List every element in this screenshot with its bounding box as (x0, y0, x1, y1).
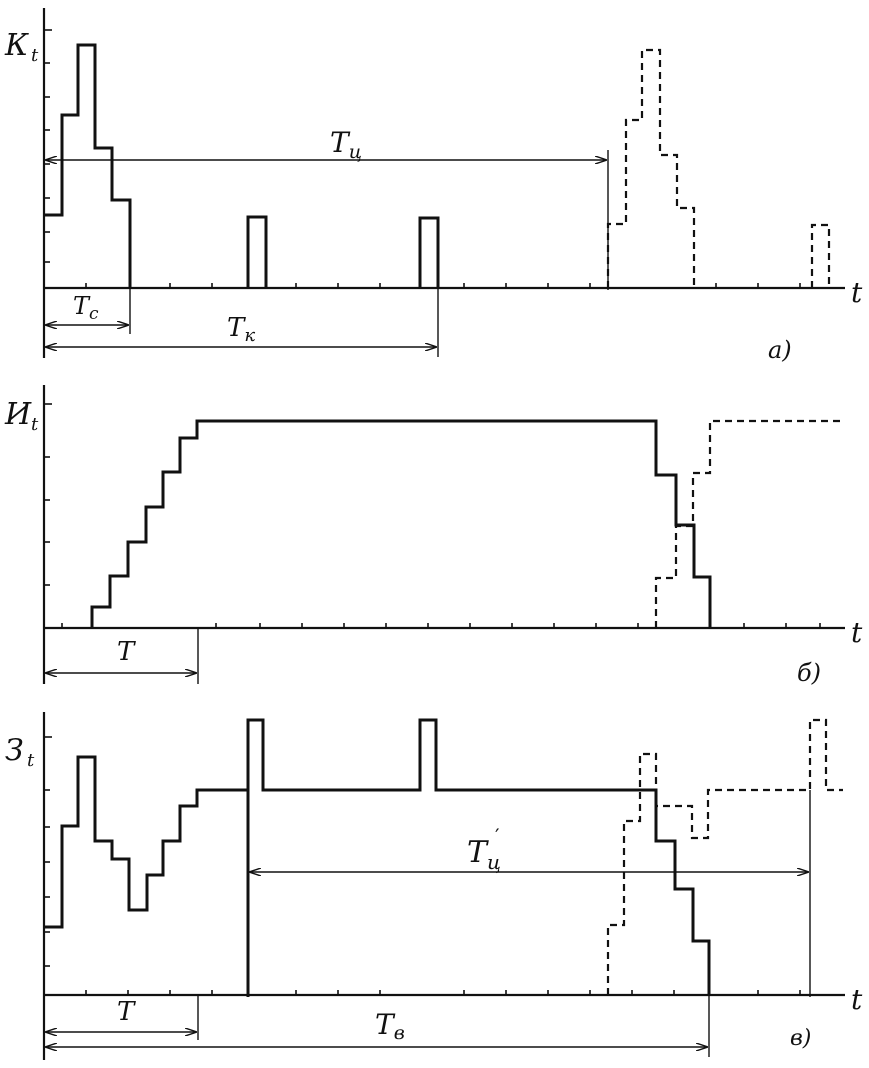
panel-a-y-ticks (44, 29, 52, 263)
panel-a-tc-label: Тц (330, 126, 362, 163)
panel-b-t-label: Т (117, 637, 136, 667)
panel-b-dashed-curve (654, 419, 843, 628)
panel-b-solid-curve (90, 419, 712, 628)
panel-c-tv-label: Тв (375, 1008, 405, 1044)
panel-c-x-ticks (85, 990, 801, 995)
panel-a-tk-label: Тк (227, 313, 255, 346)
panel-b-letter: б) (797, 659, 821, 687)
panel-c-t-label: Т (117, 997, 136, 1027)
panel-b-x-label: t (851, 616, 863, 649)
panel-b: И t t б) Т (4, 385, 863, 687)
panel-a-letter: а) (768, 336, 792, 364)
panel-a-y-sub: t (31, 45, 39, 66)
panel-a-solid-curve (44, 43, 440, 288)
panel-a-y-label: К (4, 28, 29, 63)
panel-c-solid-curve (44, 718, 711, 995)
panel-c-letter: в) (790, 1026, 811, 1051)
panel-a: К t t а) Тц Тс Тк (4, 8, 863, 364)
panel-c-y-ticks (44, 736, 52, 967)
panel-c-y-label: З (5, 733, 24, 768)
panel-c-dashed-curve (606, 718, 843, 995)
panel-c: З t t в) Тц′ Т Тв (5, 712, 863, 1060)
panel-b-y-label: И (4, 397, 32, 432)
panel-c-y-sub: t (27, 750, 35, 771)
panel-b-y-ticks (44, 403, 52, 586)
panel-a-x-label: t (851, 276, 863, 309)
panel-a-x-ticks (85, 283, 801, 288)
panel-c-tc-prime-label: Тц′ (467, 824, 501, 874)
panel-a-tsc-label: Тс (73, 292, 99, 324)
panel-b-y-sub: t (31, 414, 39, 435)
panel-b-x-ticks (61, 623, 821, 628)
panel-c-x-label: t (851, 983, 863, 1016)
panel-a-dashed-curve (606, 48, 831, 288)
